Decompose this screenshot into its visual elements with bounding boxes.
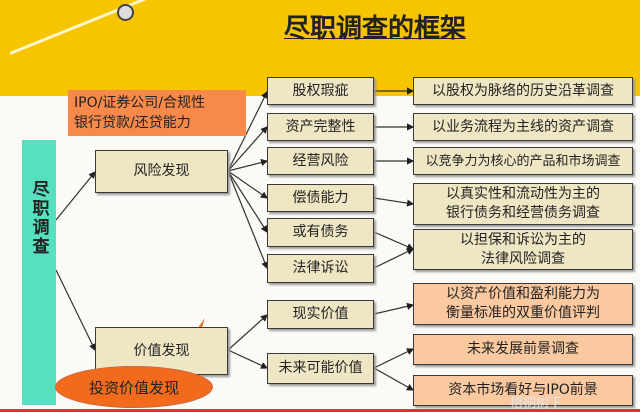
gem-icon [117,4,134,21]
watermark: 梧桐树下 [510,396,563,411]
detail-operation: 以竞争力为核心的产品和市场调查 [413,147,633,175]
detail-equity: 以股权为脉络的历史沿革调查 [413,77,633,105]
page-title: 尽职调查的框架 [283,14,466,44]
node-real-value: 现实价值 [267,300,374,329]
detail-contingent: 以担保和诉讼为主的 法律风险调查 [413,229,633,270]
branch-risk: 风险发现 [95,150,228,193]
detail-assets: 以业务流程为主线的资产调查 [413,113,633,141]
root-node: 尽职调查 [22,140,56,405]
detail-ipo-prospects: 资本市场看好与IPO前景 [413,375,633,406]
detail-solvency: 以真实性和流动性为主的 银行债务和经营债务调查 [413,183,633,225]
node-operation: 经营风险 [267,147,374,175]
node-solvency: 偿债能力 [267,184,374,212]
bottom-rule [0,409,640,412]
speech-bubble: 投资价值发现 [55,366,213,408]
detail-future-prospects: 未来发展前景调查 [413,334,633,365]
node-future-value: 未来可能价值 [267,353,374,384]
callout-note: IPO/证券公司/合规性银行贷款/还贷能力 [68,90,246,136]
node-assets: 资产完整性 [267,113,374,141]
node-litigation: 法律诉讼 [267,254,374,283]
node-equity: 股权瑕疵 [267,77,374,105]
node-contingent: 或有债务 [267,218,374,247]
detail-real-value: 以资产价值和盈利能力为 衡量标准的双重价值评判 [413,283,633,325]
